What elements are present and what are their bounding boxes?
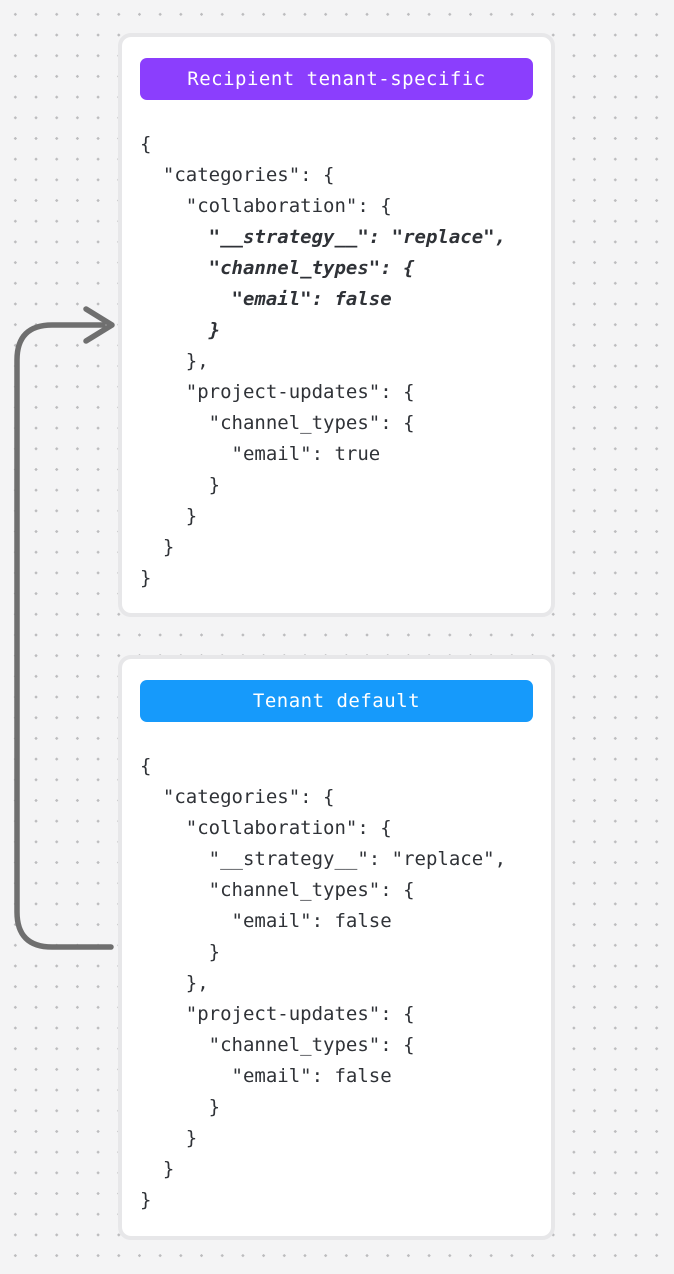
json-code-block: { "categories": { "collaboration": { "__… [140, 129, 533, 594]
code-line: } [140, 567, 152, 589]
code-line: }, [140, 972, 209, 994]
code-line: "project-updates": { [140, 381, 415, 403]
code-line: "email": false [140, 910, 392, 932]
code-line: "channel_types": { [140, 879, 415, 901]
code-line: "collaboration": { [140, 195, 392, 217]
arrowhead-icon [83, 306, 115, 344]
code-line: } [140, 1189, 152, 1211]
code-line: "email": false [140, 1065, 392, 1087]
card-tenant-default: Tenant default { "categories": { "collab… [118, 655, 555, 1240]
code-line: { [140, 755, 152, 777]
code-line: } [140, 1127, 198, 1149]
code-line: } [140, 474, 221, 496]
code-line: "email": true [140, 443, 381, 465]
code-line: { [140, 133, 152, 155]
code-line: } [140, 319, 221, 341]
tenant-default-badge: Tenant default [140, 680, 533, 722]
code-line: }, [140, 350, 209, 372]
code-line: } [140, 941, 221, 963]
code-line: "channel_types": { [140, 1034, 415, 1056]
code-line: } [140, 536, 175, 558]
recipient-tenant-specific-badge: Recipient tenant-specific [140, 58, 533, 100]
code-line: "channel_types": { [140, 412, 415, 434]
code-line: "collaboration": { [140, 817, 392, 839]
code-line: "email": false [140, 288, 392, 310]
code-line: "project-updates": { [140, 1003, 415, 1025]
code-line: "categories": { [140, 164, 335, 186]
code-line: "__strategy__": "replace", [140, 848, 507, 870]
card-recipient-tenant-specific: Recipient tenant-specific { "categories"… [118, 33, 555, 617]
code-line: "__strategy__": "replace", [140, 226, 507, 248]
code-line: } [140, 505, 198, 527]
code-line: } [140, 1096, 221, 1118]
code-line: "channel_types": { [140, 257, 415, 279]
json-code-block: { "categories": { "collaboration": { "__… [140, 751, 533, 1216]
code-line: } [140, 1158, 175, 1180]
code-line: "categories": { [140, 786, 335, 808]
